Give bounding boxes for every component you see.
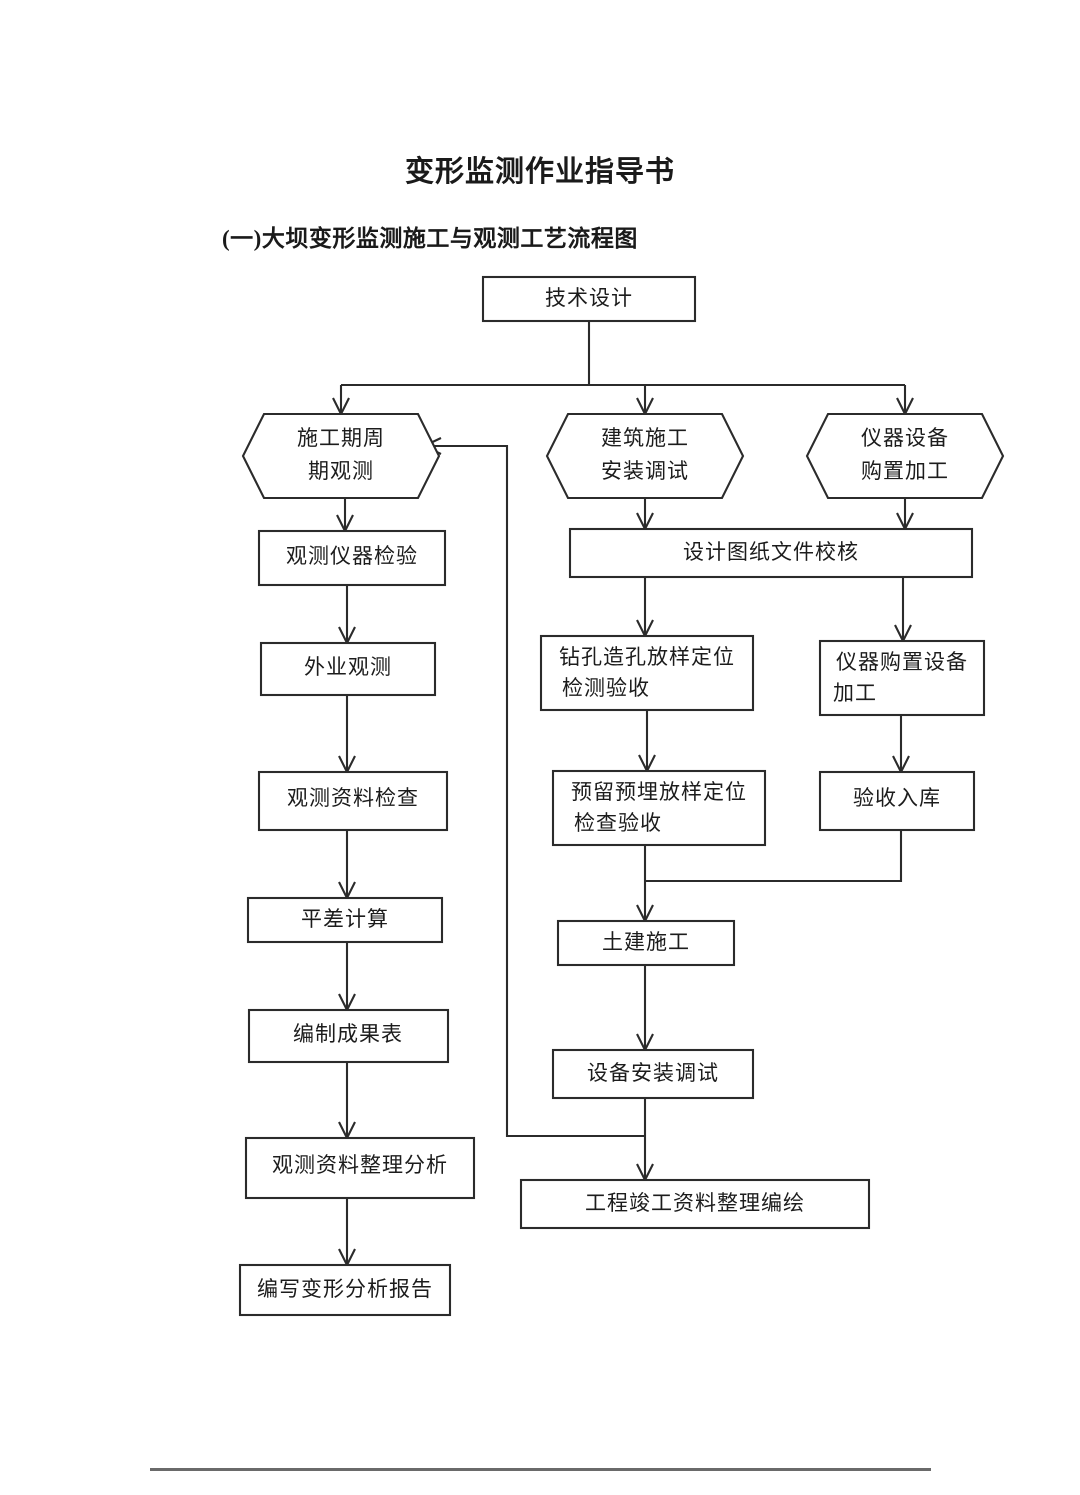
node-label: 观测资料检查 xyxy=(287,786,419,810)
node-label: 检测验收 xyxy=(562,676,650,700)
node-label: 土建施工 xyxy=(602,930,690,954)
node-label: 仪器设备 xyxy=(861,426,949,450)
node-equipment-installation-debugging[interactable]: 设备安装调试 xyxy=(551,1048,755,1100)
node-write-deformation-analysis-report[interactable]: 编写变形分析报告 xyxy=(238,1263,452,1317)
node-building-construction-installation[interactable]: 建筑施工 安装调试 xyxy=(545,412,745,500)
node-label: 编制成果表 xyxy=(293,1022,403,1046)
node-label: 安装调试 xyxy=(601,459,689,483)
node-compile-results-table[interactable]: 编制成果表 xyxy=(247,1008,450,1064)
node-instrument-equipment-procurement[interactable]: 仪器设备 购置加工 xyxy=(805,412,1005,500)
node-observation-data-check[interactable]: 观测资料检查 xyxy=(257,770,449,832)
node-acceptance-storage[interactable]: 验收入库 xyxy=(818,770,976,832)
node-label: 观测资料整理分析 xyxy=(272,1153,448,1177)
node-field-observation[interactable]: 外业观测 xyxy=(259,641,437,697)
node-label: 设计图纸文件校核 xyxy=(683,540,859,564)
node-observation-data-analysis[interactable]: 观测资料整理分析 xyxy=(244,1136,476,1200)
flowchart-edges xyxy=(332,321,914,1268)
node-label: 外业观测 xyxy=(304,655,392,679)
node-label: 编写变形分析报告 xyxy=(257,1277,433,1301)
node-label: 加工 xyxy=(833,681,877,705)
node-construction-period-observation[interactable]: 施工期周 期观测 xyxy=(241,412,441,500)
node-adjustment-calculation[interactable]: 平差计算 xyxy=(246,896,444,944)
node-label: 钻孔造孔放样定位 xyxy=(559,645,735,669)
node-technical-design[interactable]: 技术设计 xyxy=(481,275,697,323)
node-label: 检查验收 xyxy=(574,811,662,835)
node-label: 施工期周 xyxy=(297,426,385,450)
node-label: 建筑施工 xyxy=(601,426,689,450)
node-embedded-layout-positioning-acceptance[interactable]: 预留预埋放样定位 检查验收 xyxy=(551,769,767,847)
node-label: 期观测 xyxy=(308,459,374,483)
node-design-drawing-verification[interactable]: 设计图纸文件校核 xyxy=(568,527,974,579)
node-project-completion-data-compilation[interactable]: 工程竣工资料整理编绘 xyxy=(519,1178,871,1230)
footer-divider xyxy=(150,1468,931,1471)
node-label: 设备安装调试 xyxy=(587,1061,719,1085)
page-title: 变形监测作业指导书 xyxy=(404,156,675,188)
node-label: 仪器购置设备 xyxy=(836,650,968,674)
node-civil-construction[interactable]: 土建施工 xyxy=(556,919,736,967)
node-label: 预留预埋放样定位 xyxy=(571,780,747,804)
node-label: 技术设计 xyxy=(545,286,633,310)
node-observation-instrument-inspection[interactable]: 观测仪器检验 xyxy=(257,529,447,587)
node-label: 平差计算 xyxy=(301,907,389,931)
edge-n16-n2-feedback xyxy=(425,444,645,1138)
node-label: 购置加工 xyxy=(861,459,949,483)
node-instrument-purchase-equipment-processing[interactable]: 仪器购置设备 加工 xyxy=(818,639,986,717)
node-label: 观测仪器检验 xyxy=(286,544,418,568)
node-drilling-layout-positioning-acceptance[interactable]: 钻孔造孔放样定位 检测验收 xyxy=(539,634,755,712)
section-heading: (一)大坝变形监测施工与观测工艺流程图 xyxy=(222,226,638,251)
node-label: 工程竣工资料整理编绘 xyxy=(585,1191,805,1215)
node-label: 验收入库 xyxy=(853,786,941,810)
edge-n12-n14 xyxy=(645,830,903,883)
